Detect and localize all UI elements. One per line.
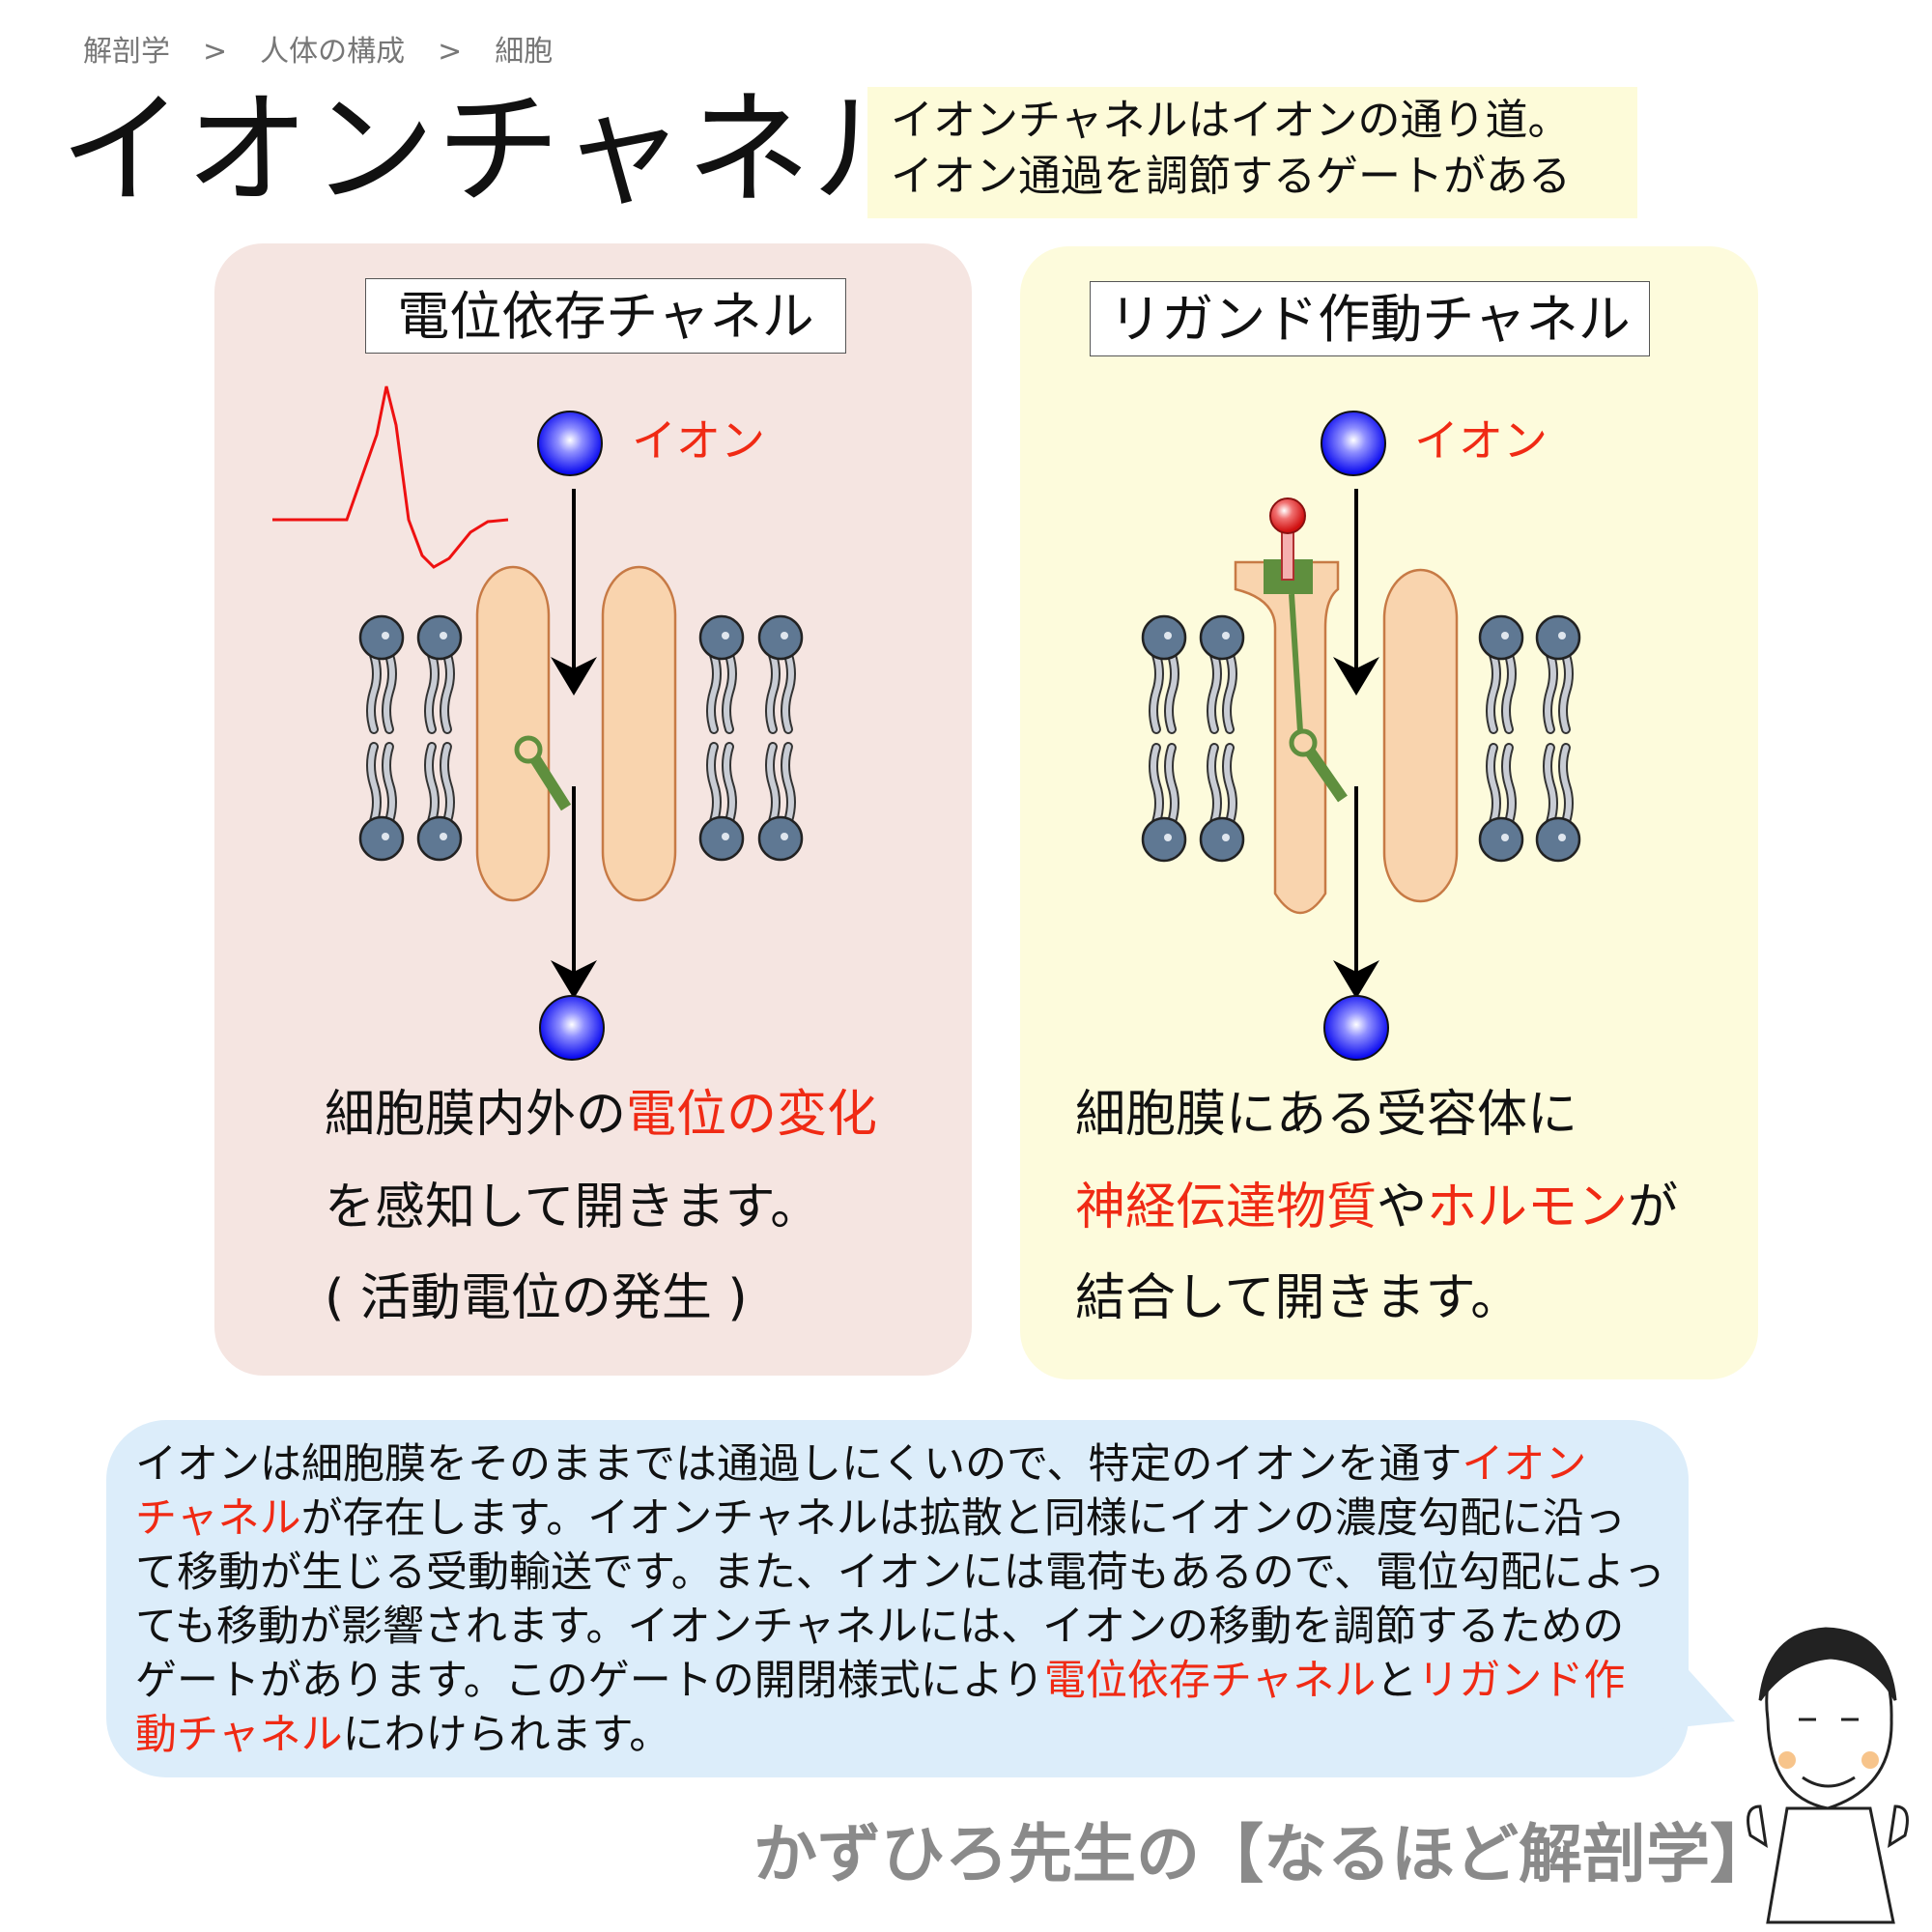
highlight-text: チャネル: [135, 1494, 301, 1543]
voltage-gated-panel: 電位依存チャネル イオン 細胞膜内外の電位の変化 を感知して開きます。 ( 活動…: [214, 243, 972, 1376]
ion-label: イオン: [632, 414, 765, 467]
body-line: を感知して開きます。: [325, 1182, 820, 1233]
highlight-text: イオン: [1462, 1440, 1587, 1489]
ion-label: イオン: [1414, 414, 1548, 467]
explanation-line: 動チャネルにわけられます。: [135, 1708, 1665, 1762]
text-segment: にわけられます。: [342, 1711, 671, 1759]
text-segment: ても移動が影響されます。イオンチャネルには、イオンの移動を調節するための: [135, 1603, 1625, 1651]
summary-box: イオンチャネルはイオンの通り道。 イオン通過を調節するゲートがある: [867, 87, 1637, 218]
ligand-gated-panel: リガンド作動チャネル イオン 細胞膜にある受容体に 神経伝達物質やホルモンが 結…: [1020, 246, 1758, 1379]
breadcrumb: 解剖学 > 人体の構成 > 細胞: [83, 27, 553, 70]
explanation-line: チャネルが存在します。イオンチャネルは拡散と同様にイオンの濃度勾配に沿っ: [135, 1492, 1665, 1546]
explanation-line: て移動が生じる受動輸送です。また、イオンには電荷もあるので、電位勾配によっ: [135, 1546, 1665, 1600]
text-segment: を感知して開きます。: [325, 1179, 821, 1236]
text-segment: と: [1376, 1657, 1418, 1705]
text-segment: が: [1628, 1179, 1679, 1236]
breadcrumb-separator: >: [203, 35, 228, 69]
summary-line: イオンチャネルはイオンの通り道。: [891, 96, 1571, 145]
text-segment: ( 活動電位の発生 ): [325, 1269, 748, 1327]
breadcrumb-item[interactable]: 細胞: [495, 35, 554, 69]
explanation-line: ても移動が影響されます。イオンチャネルには、イオンの移動を調節するための: [135, 1600, 1665, 1654]
text-segment: ゲートがあります。このゲートの開閉様式により: [135, 1657, 1044, 1705]
explanation-text: イオンは細胞膜をそのままでは通過しにくいので、特定のイオンを通すイオン チャネル…: [135, 1437, 1665, 1762]
highlight-text: リガンド作: [1417, 1657, 1626, 1705]
highlight-text: 動チャネル: [135, 1711, 343, 1759]
breadcrumb-item[interactable]: 人体の構成: [260, 35, 406, 69]
explanation-bubble: イオンは細胞膜をそのままでは通過しにくいので、特定のイオンを通すイオン チャネル…: [106, 1420, 1689, 1777]
explanation-line: イオンは細胞膜をそのままでは通過しにくいので、特定のイオンを通すイオン: [135, 1437, 1665, 1492]
text-segment: 細胞膜内外の: [325, 1086, 627, 1144]
page-title: イオンチャネル: [60, 78, 938, 222]
text-segment: や: [1377, 1179, 1428, 1236]
highlight-text: 電位依存チャネル: [1043, 1657, 1377, 1705]
panel-heading: リガンド作動チャネル: [1090, 281, 1650, 356]
panel-heading: 電位依存チャネル: [365, 278, 846, 354]
text-segment: て移動が生じる受動輸送です。また、イオンには電荷もあるので、電位勾配によっ: [135, 1548, 1665, 1597]
breadcrumb-separator: >: [438, 35, 463, 69]
text-segment: イオンは細胞膜をそのままでは通過しにくいので、特定のイオンを通す: [135, 1440, 1463, 1489]
highlight-text: 神経伝達物質: [1075, 1179, 1378, 1236]
highlight-text: ホルモン: [1427, 1179, 1629, 1236]
highlight-text: 電位の変化: [626, 1086, 878, 1144]
explanation-line: ゲートがあります。このゲートの開閉様式により電位依存チャネルとリガンド作: [135, 1654, 1665, 1708]
summary-line: イオン通過を調節するゲートがある: [891, 152, 1571, 201]
body-line: 細胞膜にある受容体に: [1075, 1090, 1577, 1140]
text-segment: が存在します。イオンチャネルは拡散と同様にイオンの濃度勾配に沿っ: [300, 1494, 1626, 1543]
text-segment: 結合して開きます。: [1075, 1269, 1521, 1327]
body-line: 細胞膜内外の電位の変化: [325, 1090, 877, 1140]
text-segment: 細胞膜にある受容体に: [1075, 1086, 1578, 1144]
body-line: ( 活動電位の発生 ): [325, 1273, 748, 1323]
breadcrumb-item[interactable]: 解剖学: [83, 35, 170, 69]
body-line: 神経伝達物質やホルモンが: [1075, 1182, 1678, 1233]
body-line: 結合して開きます。: [1075, 1273, 1520, 1323]
site-footer-logo: かずひろ先生の【なるほど解剖学】: [753, 1817, 1774, 1891]
